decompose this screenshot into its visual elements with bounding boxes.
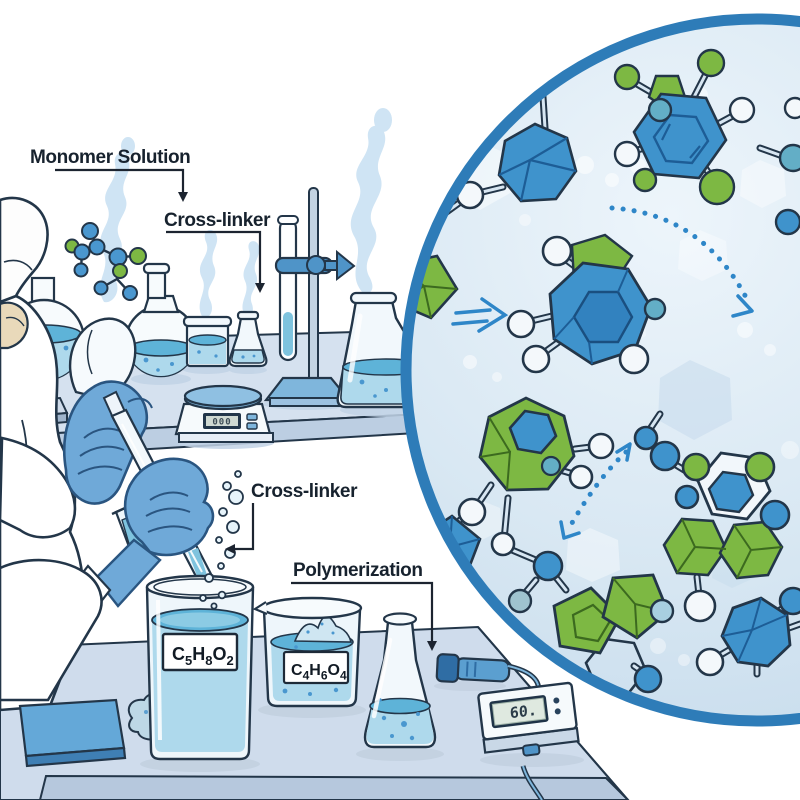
molecule-cluster-center <box>506 233 667 375</box>
glove-holding-pipette <box>123 457 215 557</box>
small-beaker <box>182 315 233 368</box>
formula-label-monomer <box>161 632 239 672</box>
meter-shadow <box>480 753 584 767</box>
label-monomer-solution: Monomer Solution <box>30 147 190 168</box>
ring-stand <box>263 187 356 407</box>
probe-shadow <box>434 681 506 691</box>
steam-wisps <box>100 108 392 319</box>
arrowhead-left <box>225 544 235 554</box>
arrowhead-down <box>427 641 437 651</box>
label-polymerization: Polymerization <box>293 560 423 581</box>
glove-gauntlet <box>94 538 162 608</box>
meter-display: 60. <box>509 701 537 722</box>
balance-button <box>246 413 258 421</box>
molecule-cluster-green <box>456 396 615 565</box>
digital-balance: 000 <box>174 384 274 443</box>
coat-sleeve-lower <box>0 558 103 702</box>
callout-monomer-solution: Monomer Solution <box>30 147 191 202</box>
formula-crosslinker: C4H6O4 <box>291 662 347 683</box>
formula-monomer: C5H8O2 <box>172 644 234 668</box>
monomer-molecule-sketch <box>64 222 147 301</box>
probe <box>435 653 511 683</box>
polymerization-flask <box>363 612 437 749</box>
beaker-crosslinker: C4H6O4 <box>252 596 363 708</box>
label-cross-linker-mid: Cross-linker <box>251 481 358 502</box>
bubble-trail <box>199 470 244 610</box>
balance-display: 000 <box>212 418 231 428</box>
meter-button <box>554 708 561 715</box>
coat-sleeve-upper <box>0 436 77 539</box>
flask-shadow <box>356 747 444 761</box>
round-bottom-flask <box>124 262 198 378</box>
dotted-arrow-right <box>609 205 754 318</box>
label-cross-linker-top: Cross-linker <box>164 210 271 231</box>
scientist-head <box>0 196 49 304</box>
reaction-arrow <box>451 297 509 333</box>
arrowhead-down <box>255 283 265 293</box>
callout-cross-linker-top: Cross-linker <box>164 210 271 293</box>
arrowhead-down <box>178 192 188 202</box>
formula-label-crosslinker <box>282 650 350 685</box>
clamp-knob <box>336 249 356 282</box>
small-erlenmeyer-flask <box>228 310 268 368</box>
dotted-arrow-down-left <box>559 442 632 540</box>
face-mask <box>0 301 29 350</box>
balance-button <box>246 422 258 430</box>
meter-connector <box>522 743 541 757</box>
scientist <box>0 196 215 712</box>
meter-button <box>553 697 560 704</box>
beaker-monomer: C5H8O2 <box>145 574 255 761</box>
notebook-tray <box>18 698 127 768</box>
callout-cross-linker-mid: Cross-linker <box>225 481 358 554</box>
callout-polymerization: Polymerization <box>291 560 437 651</box>
magnifier-inset <box>400 13 800 727</box>
magnifier-border <box>400 13 800 727</box>
beaker-spout <box>252 601 268 616</box>
digital-meter: 60. <box>477 681 580 757</box>
